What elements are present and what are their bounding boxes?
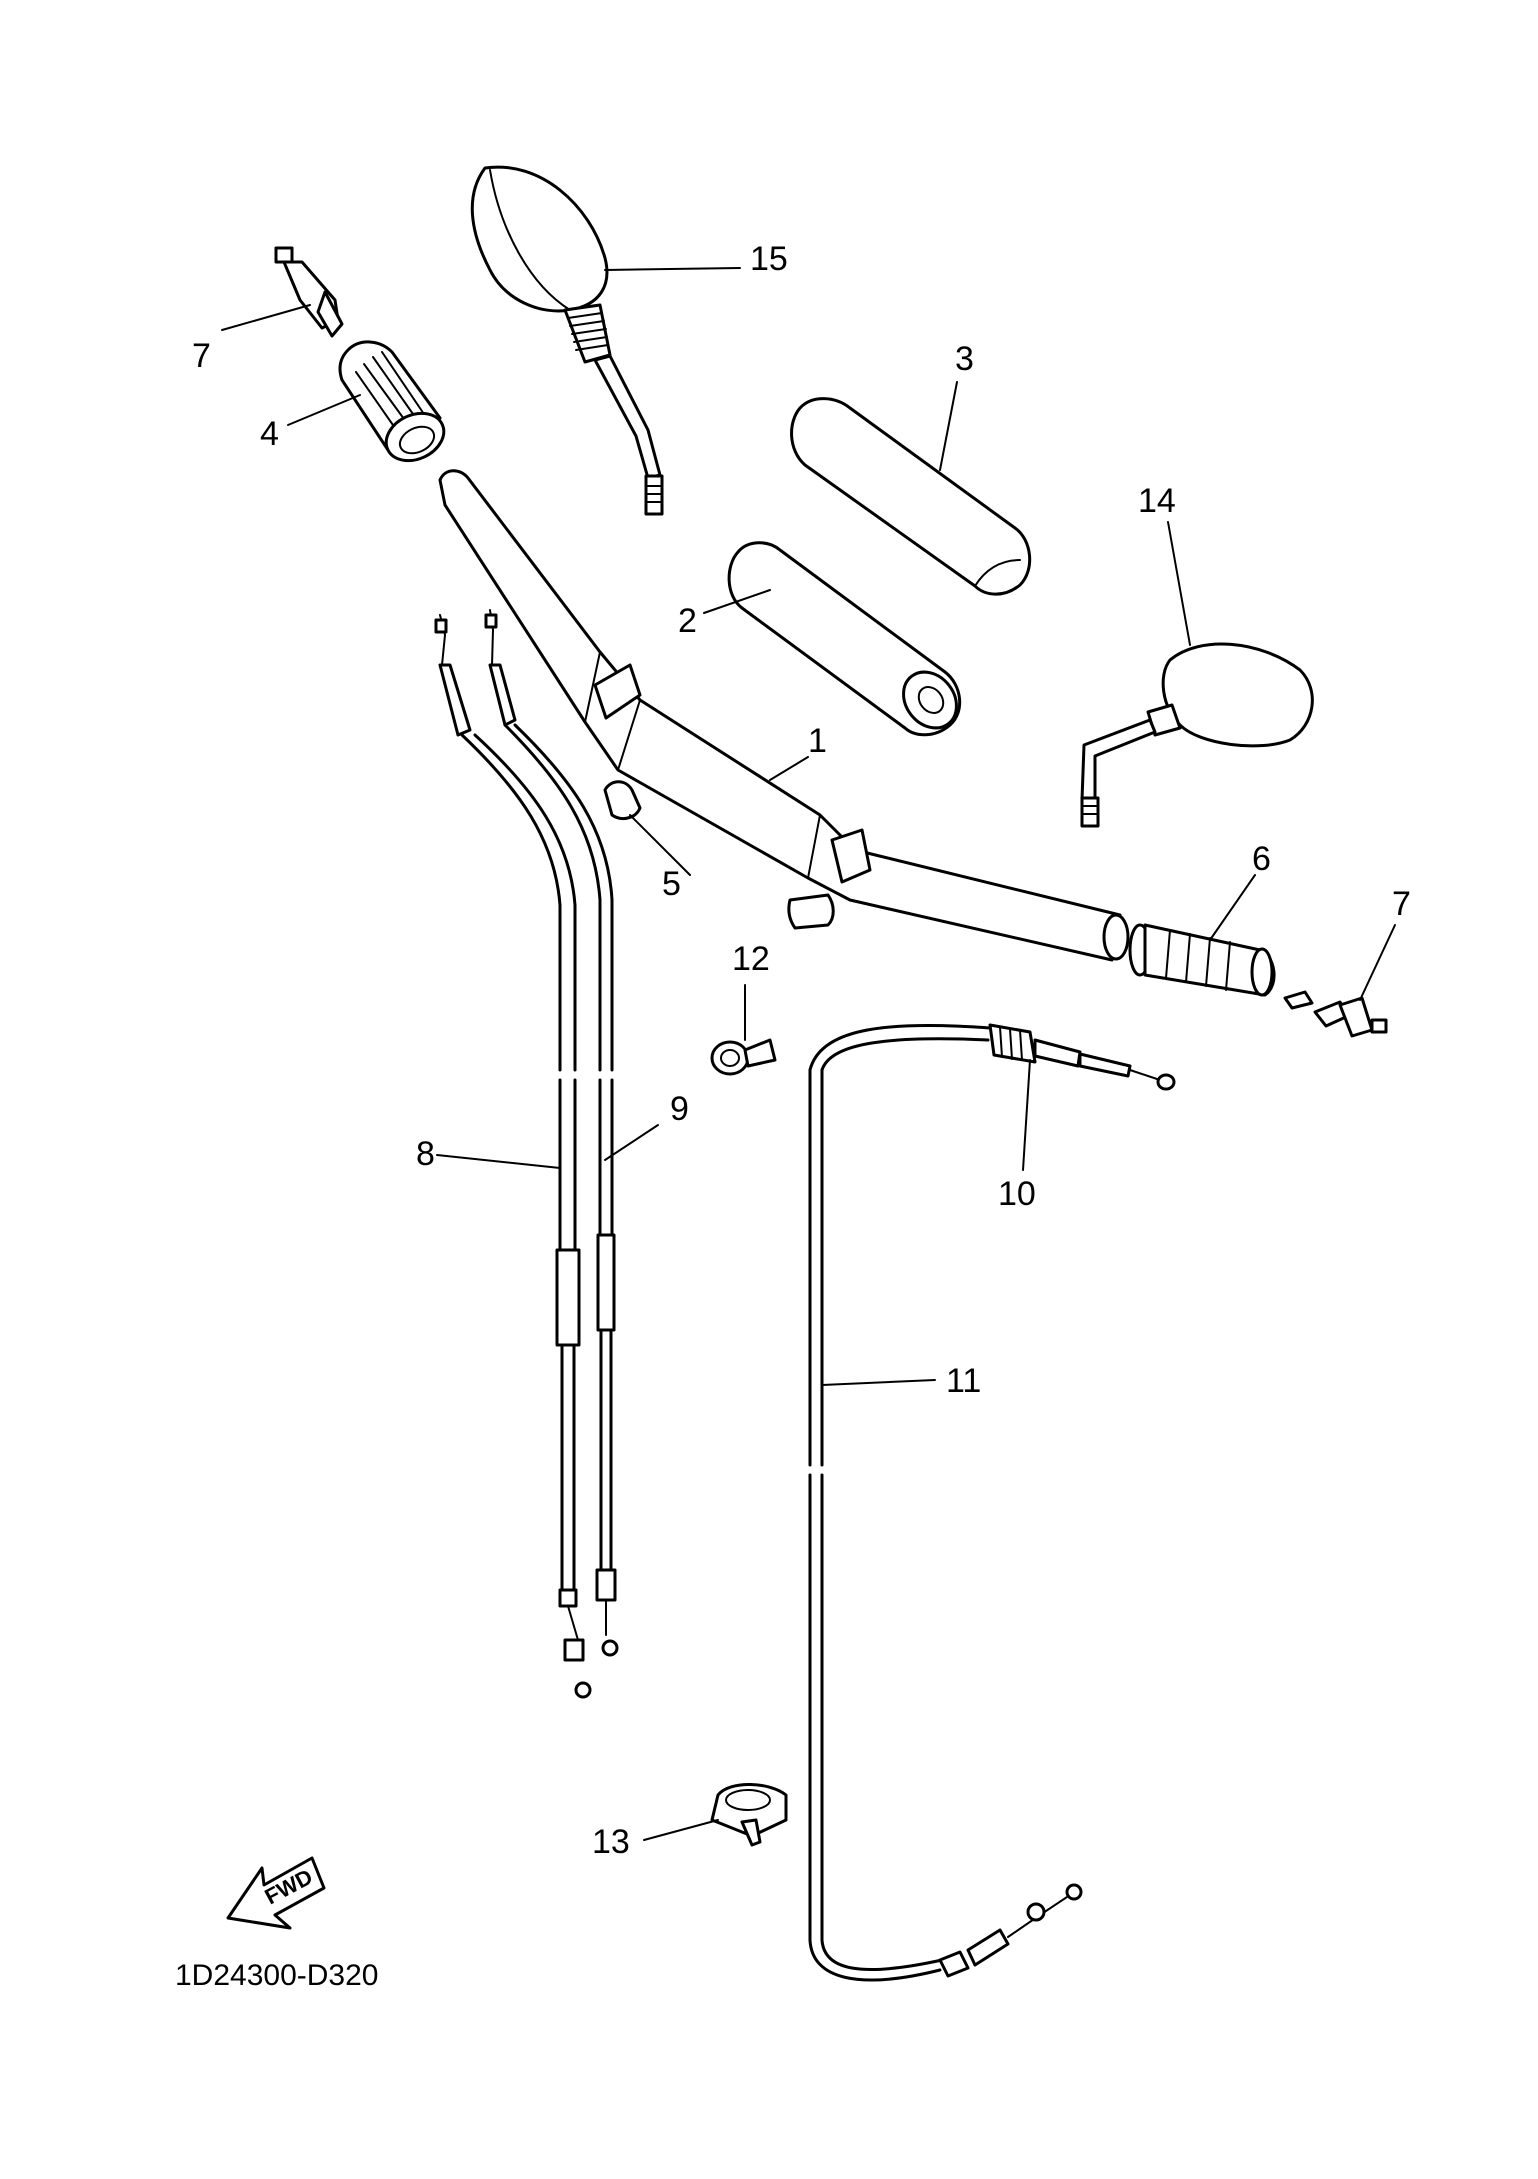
callout-7-left: 7 <box>192 337 211 375</box>
callout-15: 15 <box>750 240 788 278</box>
callout-2: 2 <box>678 602 697 640</box>
callout-13: 13 <box>592 1823 630 1861</box>
handlebar <box>438 469 1130 962</box>
mirror-left <box>470 165 664 516</box>
callout-1: 1 <box>808 722 827 760</box>
callout-8: 8 <box>416 1135 435 1173</box>
callout-7-right: 7 <box>1392 885 1411 923</box>
bar-end-weight-right <box>1283 990 1388 1038</box>
callout-6: 6 <box>1252 840 1271 878</box>
mirror-right <box>1080 642 1314 828</box>
cable-clamp-12 <box>710 1038 777 1076</box>
throttle-cables <box>434 609 619 1699</box>
fwd-arrow-icon: FWD <box>226 1856 326 1930</box>
callout-12: 12 <box>732 940 770 978</box>
callout-9: 9 <box>670 1090 689 1128</box>
cable-clamp-13 <box>710 1783 788 1847</box>
grip-right-throttle <box>1128 923 1276 997</box>
diagram-code: 1D24300-D320 <box>175 1959 378 1992</box>
handlebar-pad <box>727 541 962 737</box>
bar-pad-clamps <box>603 780 835 930</box>
callout-14: 14 <box>1138 482 1176 520</box>
callout-4: 4 <box>260 415 279 453</box>
callout-3: 3 <box>955 340 974 378</box>
callout-numbers: 15 7 4 3 14 2 1 5 6 7 12 8 9 10 11 13 <box>192 240 1411 1861</box>
clutch-cable <box>808 1023 1176 1982</box>
callout-11: 11 <box>946 1362 981 1400</box>
callout-10: 10 <box>998 1175 1036 1213</box>
handlebar-pad-cover <box>790 397 1032 596</box>
callout-5: 5 <box>662 865 681 903</box>
leader-lines <box>221 267 1396 1841</box>
grip-left <box>338 340 446 463</box>
bar-end-weight-left <box>274 246 344 338</box>
